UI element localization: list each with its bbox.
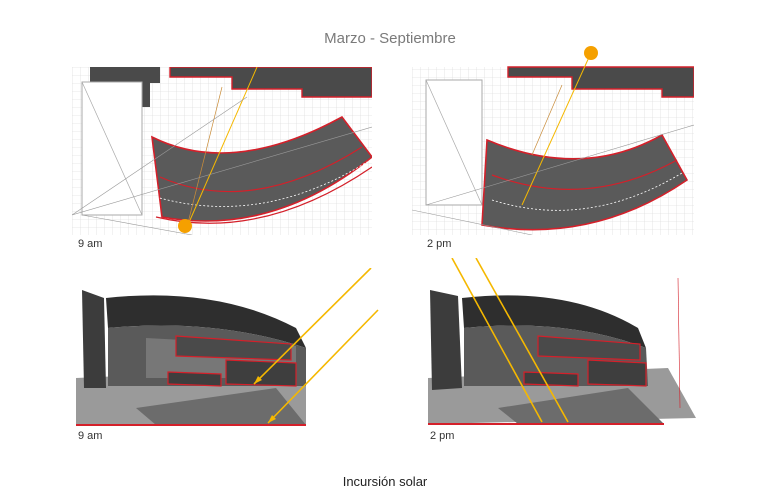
perspective-view-9am <box>76 268 384 428</box>
panel-label-plan-2pm: 2 pm <box>427 238 452 250</box>
panel-label-perspective-9am: 9 am <box>78 430 103 442</box>
perspective-drawing-9am <box>76 268 384 428</box>
plan-view-2pm <box>412 45 694 235</box>
panel-label-plan-9am: 9 am <box>78 238 103 250</box>
diagram-title: Marzo - Septiembre <box>324 30 456 47</box>
sun-icon <box>178 219 192 233</box>
panel-label-perspective-2pm: 2 pm <box>430 430 455 442</box>
plan-view-9am <box>72 67 372 235</box>
perspective-drawing-2pm <box>428 258 696 428</box>
plan-drawing-9am <box>72 67 372 235</box>
perspective-view-2pm <box>428 258 696 428</box>
sun-icon <box>584 46 598 60</box>
plan-drawing-2pm <box>412 46 694 235</box>
figure-caption: Incursión solar <box>342 474 428 489</box>
